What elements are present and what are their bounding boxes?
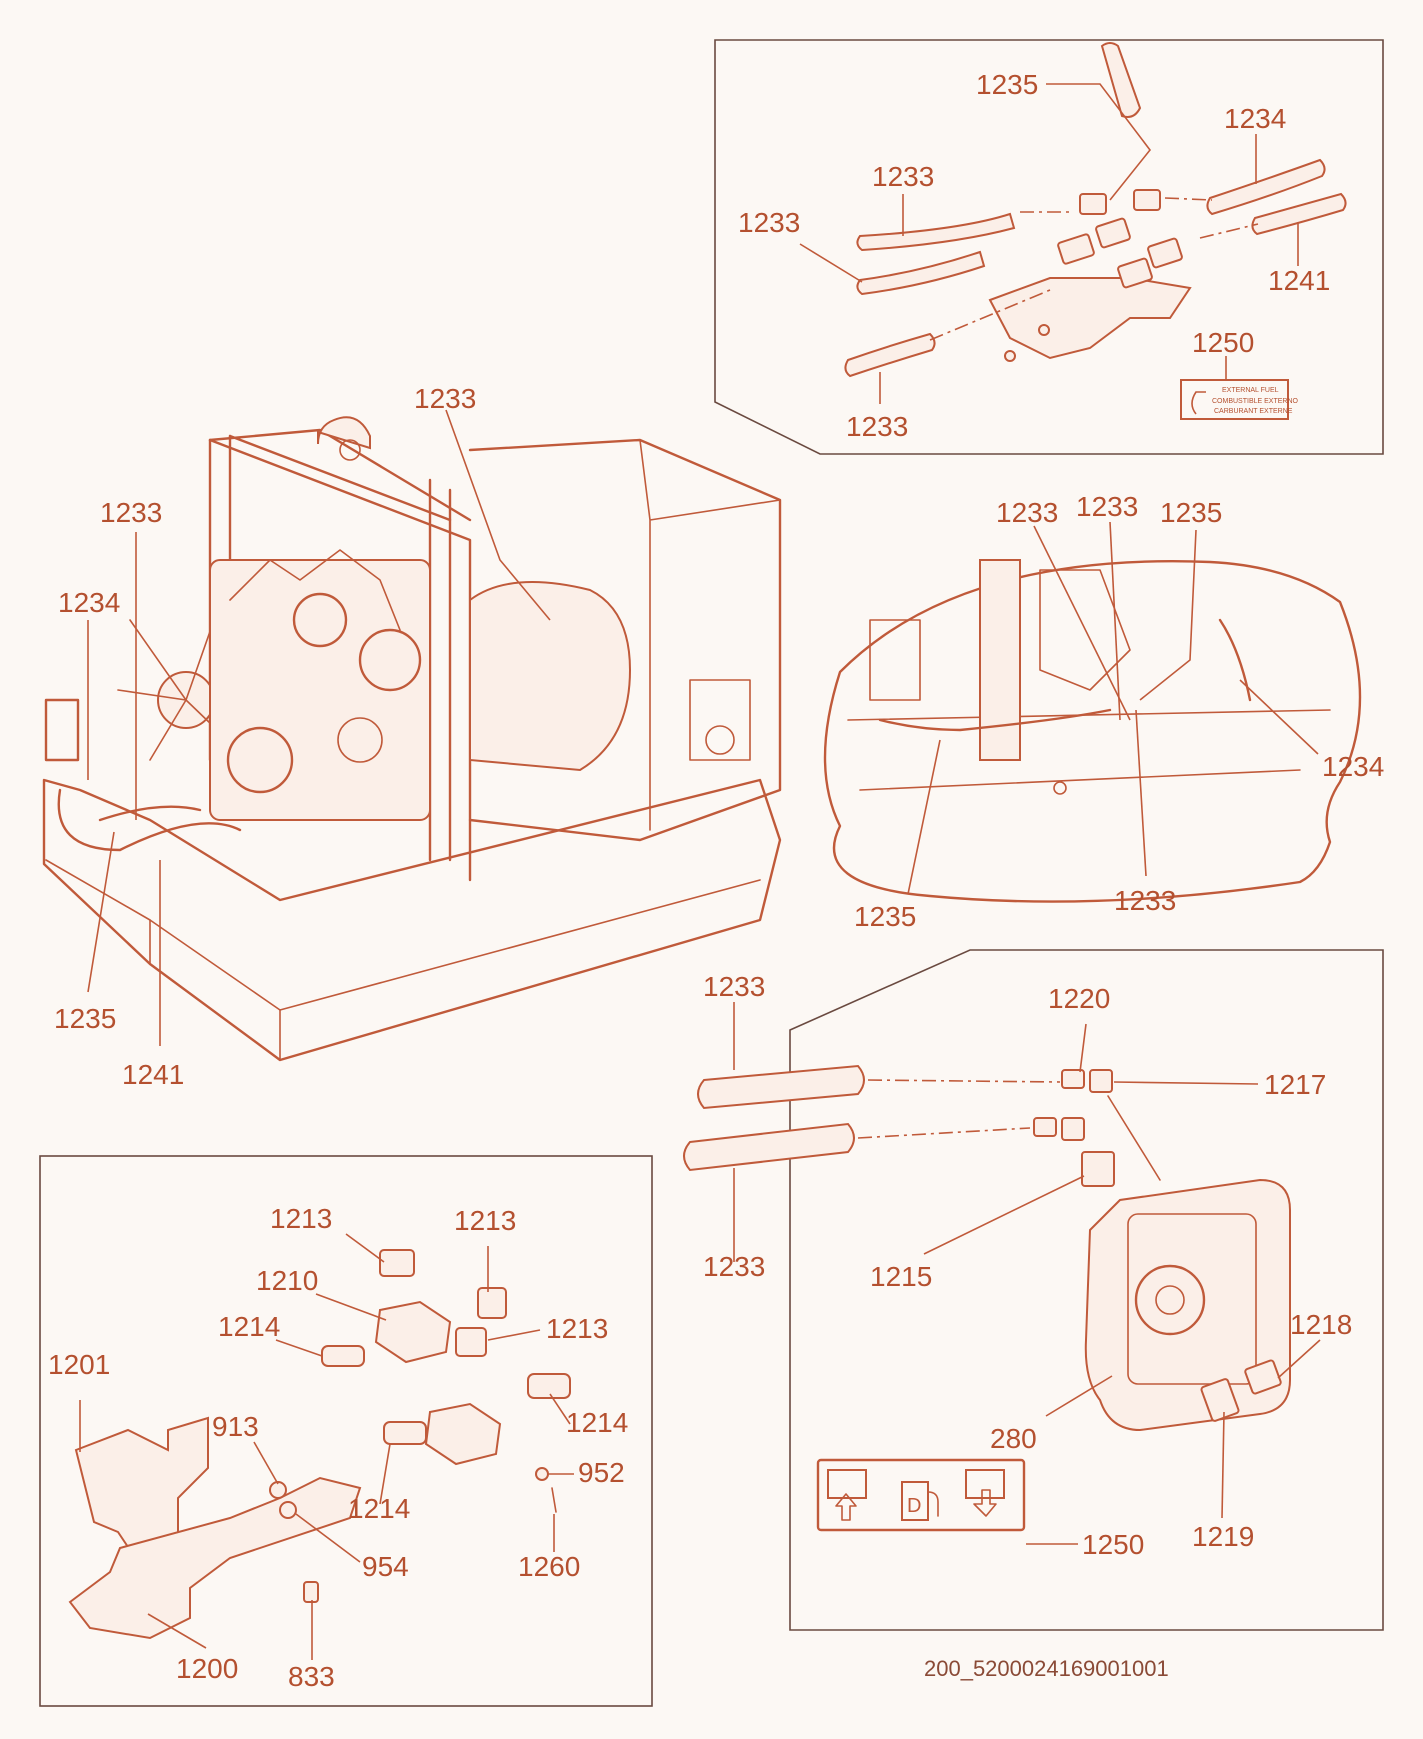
decal-line-2: COMBUSTIBLE EXTERNO (1212, 398, 1299, 405)
hose-1233-upper (697, 1064, 865, 1110)
elbow-1213-a (379, 1249, 415, 1277)
callout-1241: 1241 (1268, 265, 1330, 296)
callout-1233: 1233 (738, 207, 800, 238)
callout-1233: 1233 (100, 497, 162, 528)
callout-1233: 1233 (1114, 885, 1176, 916)
hose-1233-bottom (844, 332, 936, 378)
arrow-up-icon (835, 1493, 857, 1521)
nipple-1214-b (527, 1373, 571, 1399)
hose-1233-lower (683, 1122, 855, 1172)
decal-line-1: EXTERNAL FUEL (1222, 387, 1279, 394)
callout-1233: 1233 (703, 971, 765, 1002)
callout-1241: 1241 (122, 1059, 184, 1090)
detail-frame-bottom-right: D 1233 1220 1217 1215 1233 1218 280 1219… (683, 949, 1384, 1631)
detail-frame-bottom-left: 1213 1213 1210 1214 1213 1201 913 1214 9… (39, 1155, 653, 1707)
manifold-1210-upper (374, 1300, 452, 1364)
callout-1235: 1235 (54, 1003, 116, 1034)
callout-280: 280 (990, 1423, 1037, 1454)
callout-1234: 1234 (1224, 103, 1286, 134)
elbow-1217 (1089, 1069, 1113, 1093)
callout-913: 913 (212, 1411, 259, 1442)
callout-1235: 1235 (1160, 497, 1222, 528)
fitting-bracket (988, 277, 1192, 360)
callout-1219: 1219 (1192, 1521, 1254, 1552)
bracket-1201 (74, 1416, 209, 1564)
nipple-1214-c (383, 1421, 427, 1445)
callout-1260: 1260 (518, 1551, 580, 1582)
callout-1200: 1200 (176, 1653, 238, 1684)
hose-1233-lower (856, 250, 986, 296)
callout-1233: 1233 (996, 497, 1058, 528)
elbow-1213-c (455, 1327, 487, 1357)
hose-1233-upper (856, 212, 1016, 252)
callout-1250: 1250 (1192, 327, 1254, 358)
callout-1213: 1213 (546, 1313, 608, 1344)
callout-1220: 1220 (1048, 983, 1110, 1014)
decal-line-3: CARBURANT EXTERNE (1214, 408, 1293, 415)
nipple-1214-a (321, 1345, 365, 1367)
callout-954: 954 (362, 1551, 409, 1582)
fuel-letter: D (907, 1495, 921, 1517)
callout-1233: 1233 (703, 1251, 765, 1282)
fitting-1218 (1244, 1359, 1282, 1395)
callout-1214: 1214 (218, 1311, 280, 1342)
external-fuel-decal-small: EXTERNAL FUEL COMBUSTIBLE EXTERNO CARBUR… (1180, 379, 1299, 420)
callout-1233: 1233 (1076, 491, 1138, 522)
callout-952: 952 (578, 1457, 625, 1488)
manifold-1210-lower (424, 1402, 502, 1466)
callout-1218: 1218 (1290, 1309, 1352, 1340)
callout-1210: 1210 (256, 1265, 318, 1296)
callout-1250: 1250 (1082, 1529, 1144, 1560)
hose-1235-top (1100, 42, 1142, 118)
fitting-1215 (1081, 1151, 1115, 1187)
callout-1214: 1214 (566, 1407, 628, 1438)
washer-913 (269, 1481, 287, 1499)
callout-1235: 1235 (854, 901, 916, 932)
hose-1234 (1206, 158, 1326, 216)
callout-1234: 1234 (58, 587, 120, 618)
screw-833 (303, 1581, 319, 1603)
callout-1233: 1233 (414, 383, 476, 414)
washer-952 (535, 1467, 549, 1481)
fuel-pump-icon: D (901, 1481, 939, 1521)
generator-assembly: 1233 1233 1234 1235 1241 (42, 383, 782, 1090)
coupling-housing-280 (1084, 1178, 1291, 1432)
fitting-1220 (1061, 1069, 1085, 1089)
callout-1233: 1233 (846, 411, 908, 442)
arrow-down-icon (973, 1489, 997, 1517)
figure-id: 200_5200024169001001 (924, 1656, 1169, 1681)
callout-1214: 1214 (348, 1493, 410, 1524)
elbow-1213-b (477, 1287, 507, 1319)
engine-fan (117, 619, 241, 761)
detail-frame-top-right: EXTERNAL FUEL COMBUSTIBLE EXTERNO CARBUR… (714, 39, 1384, 455)
fitting-1219 (1200, 1378, 1240, 1422)
callout-1213: 1213 (454, 1205, 516, 1236)
callout-1213: 1213 (270, 1203, 332, 1234)
callout-833: 833 (288, 1661, 335, 1692)
callout-1233: 1233 (872, 161, 934, 192)
hose-1241 (1251, 192, 1347, 236)
callout-1215: 1215 (870, 1261, 932, 1292)
detail-cutaway-right: 1233 1233 1235 1234 1235 1233 (823, 491, 1384, 932)
washer-954 (279, 1501, 297, 1519)
callout-1217: 1217 (1264, 1069, 1326, 1100)
external-fuel-decal-large: D (816, 1458, 1026, 1532)
callout-1235: 1235 (976, 69, 1038, 100)
callout-1201: 1201 (48, 1349, 110, 1380)
callout-1234: 1234 (1322, 751, 1384, 782)
lifting-eye (317, 416, 371, 450)
